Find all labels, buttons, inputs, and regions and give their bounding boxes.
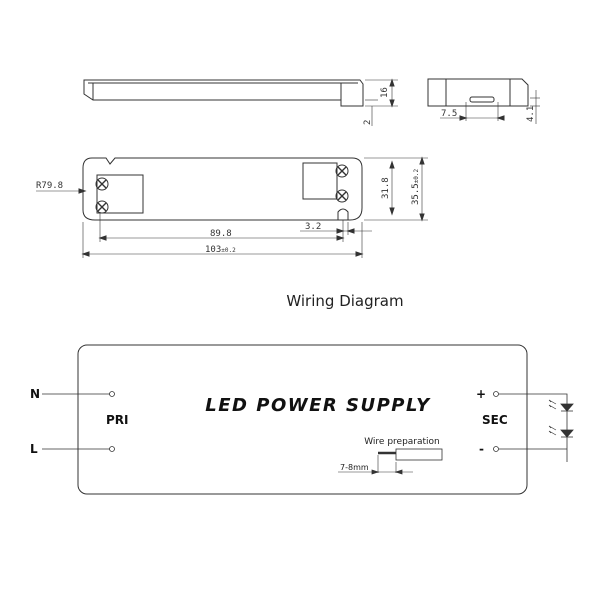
wiring-title: Wiring Diagram bbox=[286, 292, 403, 310]
terminal-plus bbox=[493, 391, 499, 397]
wire-prep-insulation bbox=[395, 448, 443, 461]
pin-width-arrow-left bbox=[459, 115, 468, 121]
strip-length-label: 7-8mm bbox=[340, 463, 369, 472]
inner-width-arrow-top bbox=[389, 160, 395, 169]
wire-prep-label: Wire preparation bbox=[364, 437, 440, 447]
screw-right-top bbox=[335, 164, 349, 178]
top-view bbox=[36, 156, 428, 258]
label-sec: SEC bbox=[482, 413, 508, 427]
dim-length-tolerance: ±0.2 bbox=[221, 247, 236, 254]
screw-left-top bbox=[95, 177, 109, 191]
width-arrow-top bbox=[419, 156, 425, 165]
dim-base: 2 bbox=[363, 120, 373, 125]
screw-right-bottom bbox=[335, 189, 349, 203]
wire-positive bbox=[499, 393, 568, 462]
terminal-minus bbox=[493, 446, 499, 452]
dim-edge-offset: 3.2 bbox=[305, 222, 321, 232]
inner-width-arrow-bottom bbox=[389, 207, 395, 216]
edge-offset-arrow-right bbox=[346, 228, 355, 234]
dim-width-tolerance: ±0.2 bbox=[413, 168, 420, 183]
width-arrow-bottom bbox=[419, 213, 425, 222]
hole-spacing-arrow-right bbox=[336, 235, 345, 241]
led-1 bbox=[560, 403, 574, 412]
wire-prep-arrow-right bbox=[394, 469, 403, 475]
dim-pin-offset: 4.1 bbox=[526, 106, 536, 122]
wiring-lines bbox=[42, 344, 574, 495]
terminal-l bbox=[109, 446, 115, 452]
screw-left-bottom bbox=[95, 200, 109, 214]
length-arrow-left bbox=[81, 251, 90, 257]
top-view-label-right bbox=[302, 162, 338, 200]
screw-slots bbox=[97, 166, 347, 212]
pin-width-arrow-right bbox=[496, 115, 505, 121]
power-supply-box bbox=[77, 344, 528, 495]
terminal-n bbox=[109, 391, 115, 397]
end-view bbox=[427, 78, 540, 124]
box-label: LED POWER SUPPLY bbox=[205, 395, 431, 416]
top-view-label-left bbox=[96, 174, 144, 214]
label-plus: + bbox=[476, 387, 486, 401]
dim-pin-width: 7.5 bbox=[441, 109, 457, 119]
height-arrow-top bbox=[389, 78, 395, 87]
side-view-outline bbox=[83, 79, 364, 107]
length-arrow-right bbox=[355, 251, 364, 257]
end-view-outline bbox=[427, 78, 529, 107]
dim-width-value: 35.5 bbox=[411, 183, 421, 205]
end-view-connector bbox=[469, 96, 495, 103]
dim-hole-spacing: 89.8 bbox=[210, 229, 232, 239]
label-n: N bbox=[30, 387, 40, 401]
output-wire-slot bbox=[337, 208, 349, 220]
screw-group bbox=[95, 164, 349, 214]
hole-spacing-arrow-left bbox=[98, 235, 107, 241]
dim-length: 103±0.2 bbox=[205, 245, 236, 255]
dim-radius: R79.8 bbox=[36, 181, 63, 191]
led-2-rays bbox=[548, 425, 557, 436]
height-arrow-bottom bbox=[389, 99, 395, 108]
label-minus: - bbox=[479, 442, 484, 456]
label-pri: PRI bbox=[106, 413, 129, 427]
led-2 bbox=[560, 429, 574, 438]
label-l: L bbox=[30, 442, 38, 456]
dim-inner-width: 31.8 bbox=[381, 177, 391, 199]
dim-length-value: 103 bbox=[205, 245, 221, 255]
wire-prep-arrow-left bbox=[371, 469, 380, 475]
side-view bbox=[83, 78, 398, 126]
led-1-rays bbox=[548, 399, 557, 410]
dim-width: 35.5±0.2 bbox=[411, 168, 421, 205]
dim-height: 16 bbox=[380, 87, 390, 98]
radius-arrow bbox=[78, 188, 87, 194]
edge-offset-arrow-left bbox=[336, 228, 345, 234]
top-view-outline bbox=[82, 157, 363, 221]
